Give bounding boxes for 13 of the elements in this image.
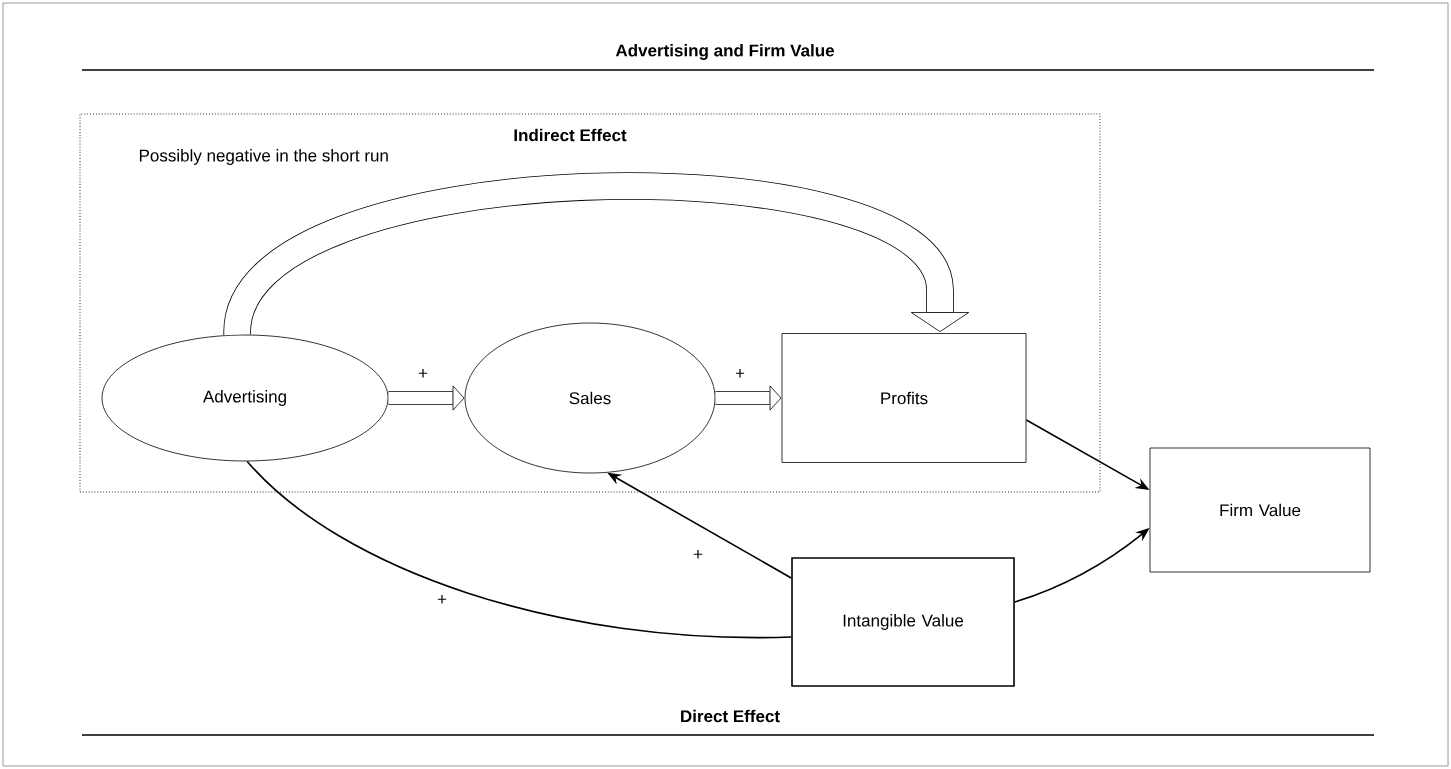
group-heading: Indirect Effect xyxy=(514,128,627,142)
arrow xyxy=(715,385,782,411)
edge-label: + xyxy=(417,368,429,380)
edge-label: + xyxy=(734,368,746,380)
section-heading: Direct Effect xyxy=(681,709,780,723)
arrow xyxy=(388,385,465,411)
edge-label: + xyxy=(436,594,448,606)
process-box: Intangible Value xyxy=(791,557,1015,687)
edge-label: + xyxy=(692,549,704,561)
note: Possibly negative in the short run xyxy=(139,149,388,165)
process-box: Firm Value xyxy=(1149,447,1371,573)
process-box: Profits xyxy=(781,333,1027,463)
title: Advertising and Firm Value xyxy=(615,44,835,60)
